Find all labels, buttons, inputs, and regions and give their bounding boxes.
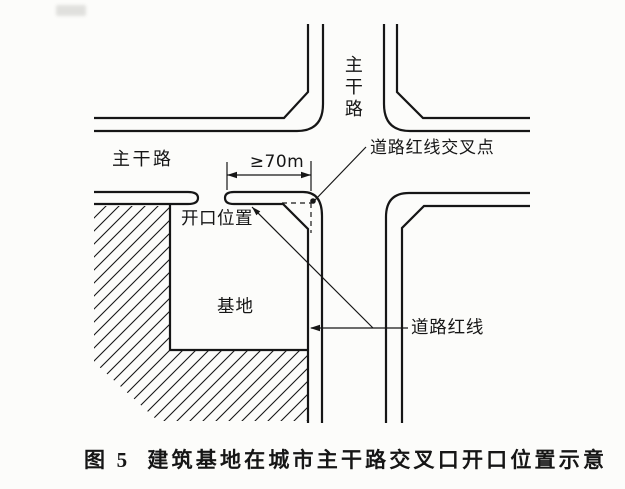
dimension-arrow-right	[301, 171, 311, 179]
scan-smudge	[56, 5, 86, 16]
leader-arrow-opening	[252, 207, 261, 216]
leader-redline-diagonal	[251, 206, 374, 329]
road-line-se-inner	[384, 191, 530, 423]
label-arterial-road-top: 主干路	[342, 55, 363, 121]
leader-intersection-point	[314, 146, 367, 201]
leader-arrow-redline	[310, 324, 320, 332]
road-line-nw-inner	[94, 24, 325, 133]
label-site: 基地	[217, 296, 254, 316]
redline-extension-dashed	[282, 202, 312, 233]
road-line-nw-outer	[94, 24, 310, 120]
road-line-sw-inner	[302, 190, 324, 423]
site-surroundings-hatch	[94, 206, 307, 421]
road-kerb-right-of-opening	[223, 190, 310, 423]
label-opening-position: 开口位置	[181, 208, 253, 228]
road-kerb-left-of-opening	[94, 190, 200, 206]
site-boundary	[168, 204, 308, 352]
label-arterial-road-left: 主干路	[112, 149, 174, 169]
road-line-ne-inner	[382, 24, 530, 133]
road-lines	[94, 24, 530, 423]
redline-intersection-dot	[310, 198, 316, 204]
figure-caption-title: 建筑基地在城市主干路交叉口开口位置示意	[147, 448, 608, 472]
dimension-70m	[226, 161, 312, 191]
road-line-ne-outer	[395, 24, 530, 120]
label-redline-intersection-point: 道路红线交叉点	[370, 138, 495, 157]
label-dimension-70m: ≥70m	[249, 152, 305, 172]
dimension-arrow-left	[227, 171, 237, 179]
figure-caption: 图 5 建筑基地在城市主干路交叉口开口位置示意	[84, 444, 607, 474]
label-road-redline: 道路红线	[411, 317, 485, 337]
road-line-se-outer	[400, 204, 530, 423]
figure-caption-number: 图 5	[84, 448, 131, 472]
